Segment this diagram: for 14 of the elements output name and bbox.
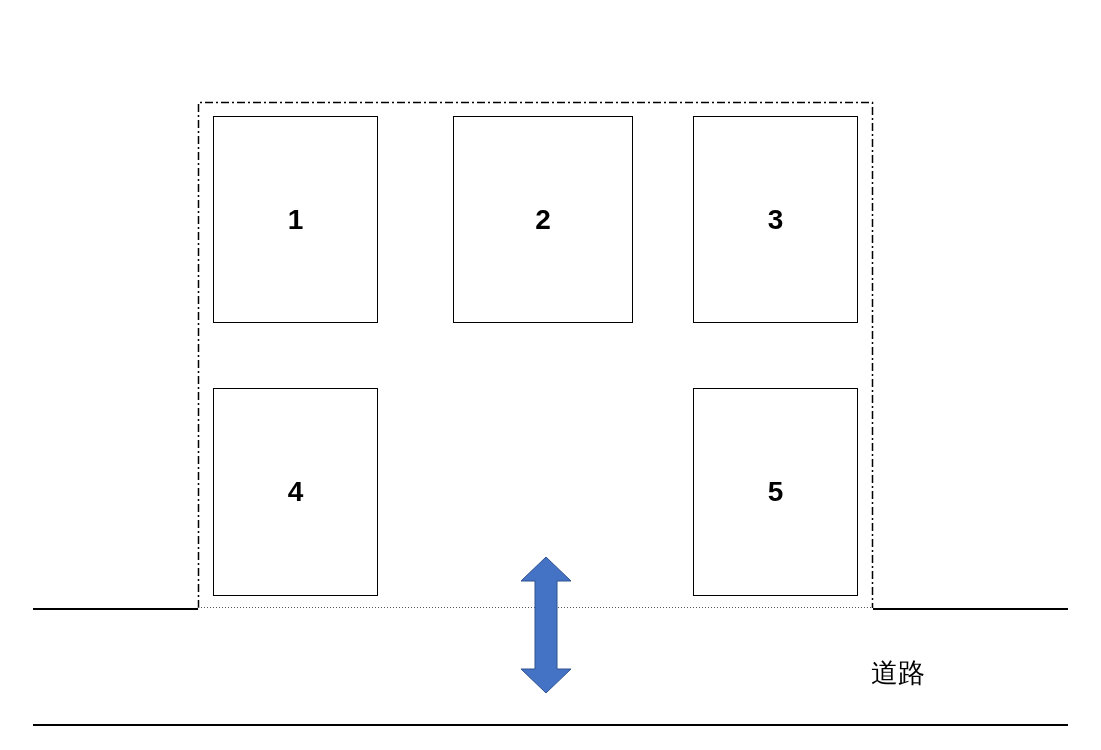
road-label: 道路 <box>871 656 925 690</box>
two-way-arrow <box>520 556 572 694</box>
parking-lot-boundary <box>198 102 873 608</box>
space-number: 2 <box>535 203 551 236</box>
parking-space <box>693 388 858 596</box>
space-number: 4 <box>287 476 304 508</box>
parking-space <box>213 388 378 596</box>
space-number: 3 <box>767 203 784 236</box>
parking-space <box>213 116 378 323</box>
space-number: 5 <box>767 476 784 508</box>
space-number: 1 <box>287 203 304 236</box>
road <box>33 608 1068 726</box>
parking-space <box>453 116 633 323</box>
parking-space <box>693 116 858 323</box>
